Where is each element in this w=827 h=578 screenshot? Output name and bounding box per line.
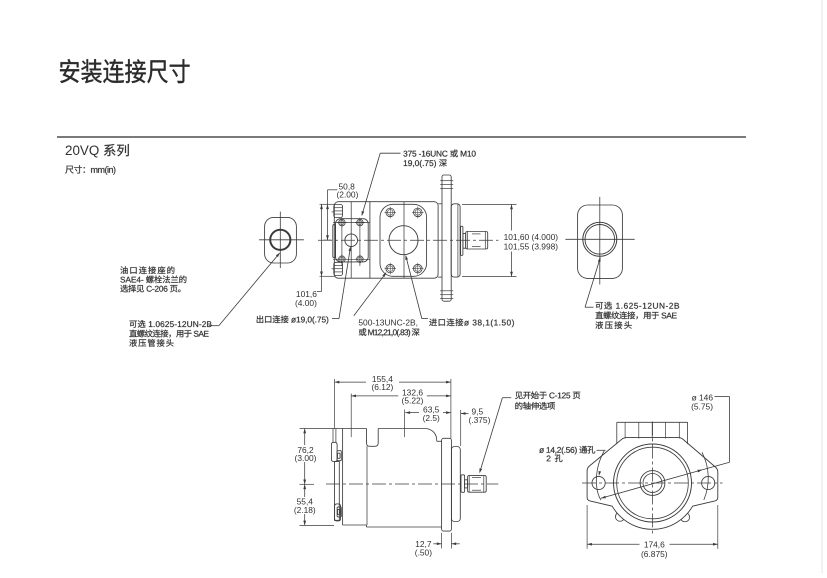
svg-text:500-13UNC-2B,: 500-13UNC-2B, xyxy=(358,317,418,327)
svg-text:(5.75): (5.75) xyxy=(691,402,713,412)
svg-text:(.375): (.375) xyxy=(469,415,491,425)
svg-text:20VQ: 20VQ xyxy=(65,143,99,158)
svg-text:101,60 (4.000): 101,60 (4.000) xyxy=(504,232,559,242)
svg-text:63,5: 63,5 xyxy=(423,404,440,414)
svg-text:(6.875): (6.875) xyxy=(641,549,668,559)
svg-text:174,6: 174,6 xyxy=(644,540,665,550)
svg-text:155,4: 155,4 xyxy=(372,374,393,384)
svg-text:(.50): (.50) xyxy=(415,548,432,558)
svg-text:(3.00): (3.00) xyxy=(295,453,317,463)
svg-text:12,7: 12,7 xyxy=(415,539,432,549)
svg-text:101,6: 101,6 xyxy=(296,289,317,299)
svg-text:(4.00): (4.00) xyxy=(295,298,317,308)
svg-text:(2.18): (2.18) xyxy=(294,505,316,515)
svg-text:101,55 (3.998): 101,55 (3.998) xyxy=(504,241,559,251)
svg-text:(6.12): (6.12) xyxy=(371,382,393,392)
svg-text:(2.5): (2.5) xyxy=(423,413,440,423)
svg-text:ø 146: ø 146 xyxy=(692,392,714,402)
svg-text:9,5: 9,5 xyxy=(472,407,484,417)
svg-text:76,2: 76,2 xyxy=(297,445,314,455)
svg-text:50,8: 50,8 xyxy=(339,181,356,191)
svg-text:55,4: 55,4 xyxy=(297,497,314,507)
svg-text:(5.22): (5.22) xyxy=(402,395,424,405)
svg-text:(2.00): (2.00) xyxy=(337,189,359,199)
svg-text:132,6: 132,6 xyxy=(402,387,423,397)
